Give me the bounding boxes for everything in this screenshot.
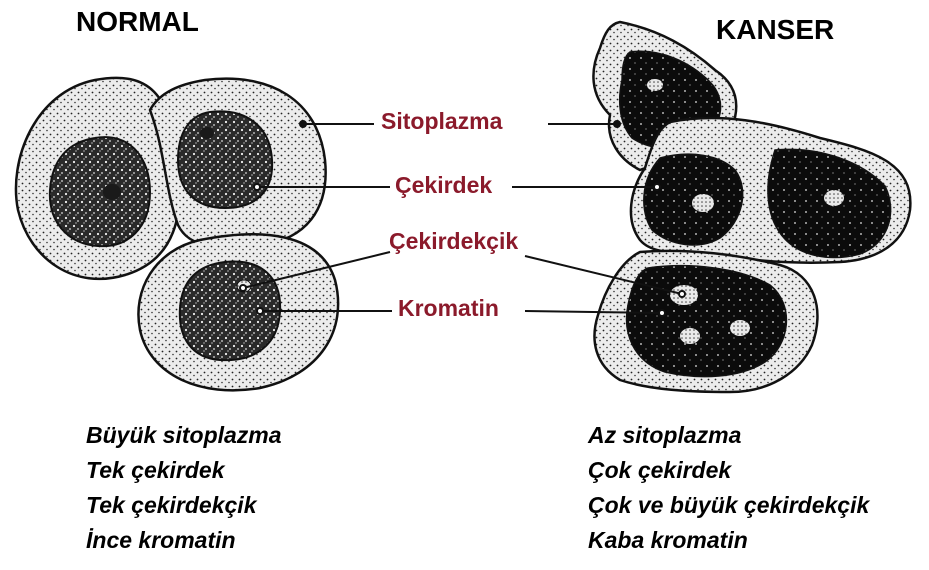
normal-cell-right-nucleolus <box>200 127 214 139</box>
cancer-trait-item: Kaba kromatin <box>588 523 869 558</box>
normal-trait-item: Tek çekirdekçik <box>86 488 282 523</box>
leader-cekc-right-dot <box>679 291 685 297</box>
cancer-cell-bottom-nucleus <box>627 266 787 377</box>
normal-cells <box>16 78 338 390</box>
title-normal: NORMAL <box>76 6 199 38</box>
label-cekirdekcik: Çekirdekçik <box>389 228 518 255</box>
cancer-trait-item: Çok ve büyük çekirdekçik <box>588 488 869 523</box>
label-sitoplazma: Sitoplazma <box>381 108 502 135</box>
label-kromatin: Kromatin <box>398 295 499 322</box>
cancer-cells <box>593 22 910 392</box>
leader-krom-right-dot <box>659 310 665 316</box>
cancer-cell-bottom-nucleolus-2 <box>680 328 700 344</box>
cancer-traits-list: Az sitoplazma Çok çekirdek Çok ve büyük … <box>588 418 869 558</box>
title-cancer: KANSER <box>716 14 834 46</box>
leader-sito-right-dot <box>614 121 620 127</box>
leader-cek-right-dot <box>654 184 660 190</box>
cancer-cell-bottom-nucleolus-3 <box>730 320 750 336</box>
normal-cell-left-nucleolus <box>103 184 121 200</box>
normal-traits-list: Büyük sitoplazma Tek çekirdek Tek çekird… <box>86 418 282 558</box>
normal-trait-item: Tek çekirdek <box>86 453 282 488</box>
normal-cell-right-nucleus <box>178 111 272 208</box>
cancer-trait-item: Az sitoplazma <box>588 418 869 453</box>
leader-cekc-left-dot <box>240 285 246 291</box>
normal-cell-left-nucleus <box>50 137 150 246</box>
normal-trait-item: İnce kromatin <box>86 523 282 558</box>
label-cekirdek: Çekirdek <box>395 172 492 199</box>
cancer-cell-top-nucleolus <box>647 79 663 91</box>
cancer-trait-item: Çok çekirdek <box>588 453 869 488</box>
leader-cek-left-dot <box>254 184 260 190</box>
leader-sito-left-dot <box>300 121 306 127</box>
normal-trait-item: Büyük sitoplazma <box>86 418 282 453</box>
leader-krom-left-dot <box>257 308 263 314</box>
cancer-cell-middle-nucleolus-left <box>692 194 714 212</box>
cancer-cell-middle-nucleolus-right <box>824 190 844 206</box>
